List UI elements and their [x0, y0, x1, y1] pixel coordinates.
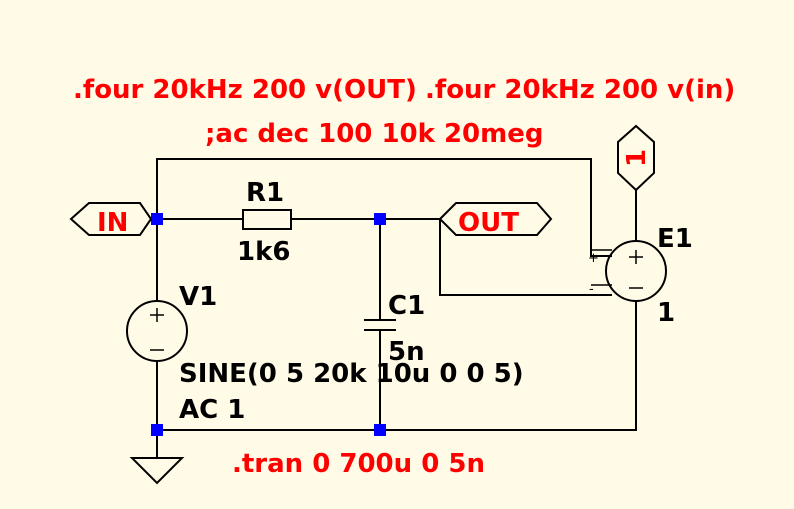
resistor-r1-name: R1	[246, 178, 284, 208]
junction-out	[374, 213, 386, 225]
junction-gnd-mid	[374, 424, 386, 436]
ac-directive[interactable]: ;ac dec 100 10k 20meg	[205, 119, 543, 149]
capacitor-c1-name: C1	[388, 291, 425, 321]
vcvs-e1-body	[605, 240, 667, 302]
voltage-source-v1-name: V1	[179, 282, 217, 312]
resistor-r1-value: 1k6	[237, 237, 290, 267]
net-flag-one[interactable]: 1	[617, 124, 655, 192]
four-in-directive[interactable]: .four 20kHz 200 v(in)	[425, 75, 735, 105]
net-flag-one-label: 1	[622, 149, 652, 167]
net-flag-in-label: IN	[97, 208, 128, 238]
junction-gnd-left	[151, 424, 163, 436]
voltage-source-v1[interactable]: V1 SINE(0 5 20k 10u 0 0 5) AC 1	[126, 282, 524, 425]
net-flag-out-shape	[438, 202, 553, 236]
ground-symbol[interactable]	[129, 457, 185, 485]
net-flag-out[interactable]: OUT	[438, 202, 553, 238]
capacitor-c1-value: 5n	[388, 337, 425, 367]
voltage-source-v1-body	[126, 300, 188, 362]
net-flag-in-shape	[69, 202, 153, 236]
vcvs-e1[interactable]: + - E1 1	[588, 224, 693, 328]
resistor-r1[interactable]: R1 1k6	[237, 178, 292, 267]
net-flag-in[interactable]: IN	[69, 202, 153, 238]
wire-ground-rail[interactable]	[157, 300, 637, 431]
four-out-directive[interactable]: .four 20kHz 200 v(OUT)	[73, 75, 417, 105]
ground-symbol-shape	[129, 457, 185, 485]
voltage-source-v1-ac: AC 1	[179, 395, 245, 425]
vcvs-e1-gain: 1	[657, 298, 675, 328]
junction-in	[151, 213, 163, 225]
voltage-source-v1-value: SINE(0 5 20k 10u 0 0 5)	[179, 359, 524, 389]
vcvs-e1-name: E1	[657, 224, 693, 254]
vcvs-e1-in-plus-sign: +	[588, 251, 599, 266]
wire-in-to-e1-plus[interactable]	[156, 158, 612, 257]
wires[interactable]	[151, 158, 637, 458]
net-flag-out-label: OUT	[458, 208, 519, 238]
vcvs-e1-in-minus-sign: -	[589, 282, 594, 297]
tran-directive[interactable]: .tran 0 700u 0 5n	[232, 449, 485, 479]
resistor-r1-body	[242, 209, 292, 230]
capacitor-c1[interactable]: C1 5n	[364, 291, 425, 367]
wire-out-e1-minus[interactable]	[439, 219, 612, 296]
net-flag-one-shape	[617, 124, 655, 192]
